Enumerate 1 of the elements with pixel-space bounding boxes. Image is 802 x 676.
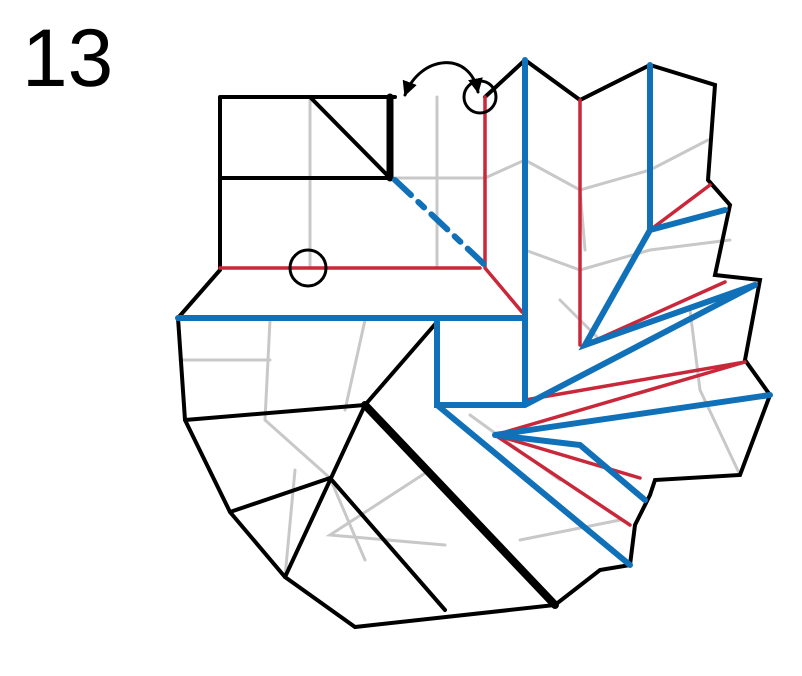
- step-number: 13: [22, 18, 114, 100]
